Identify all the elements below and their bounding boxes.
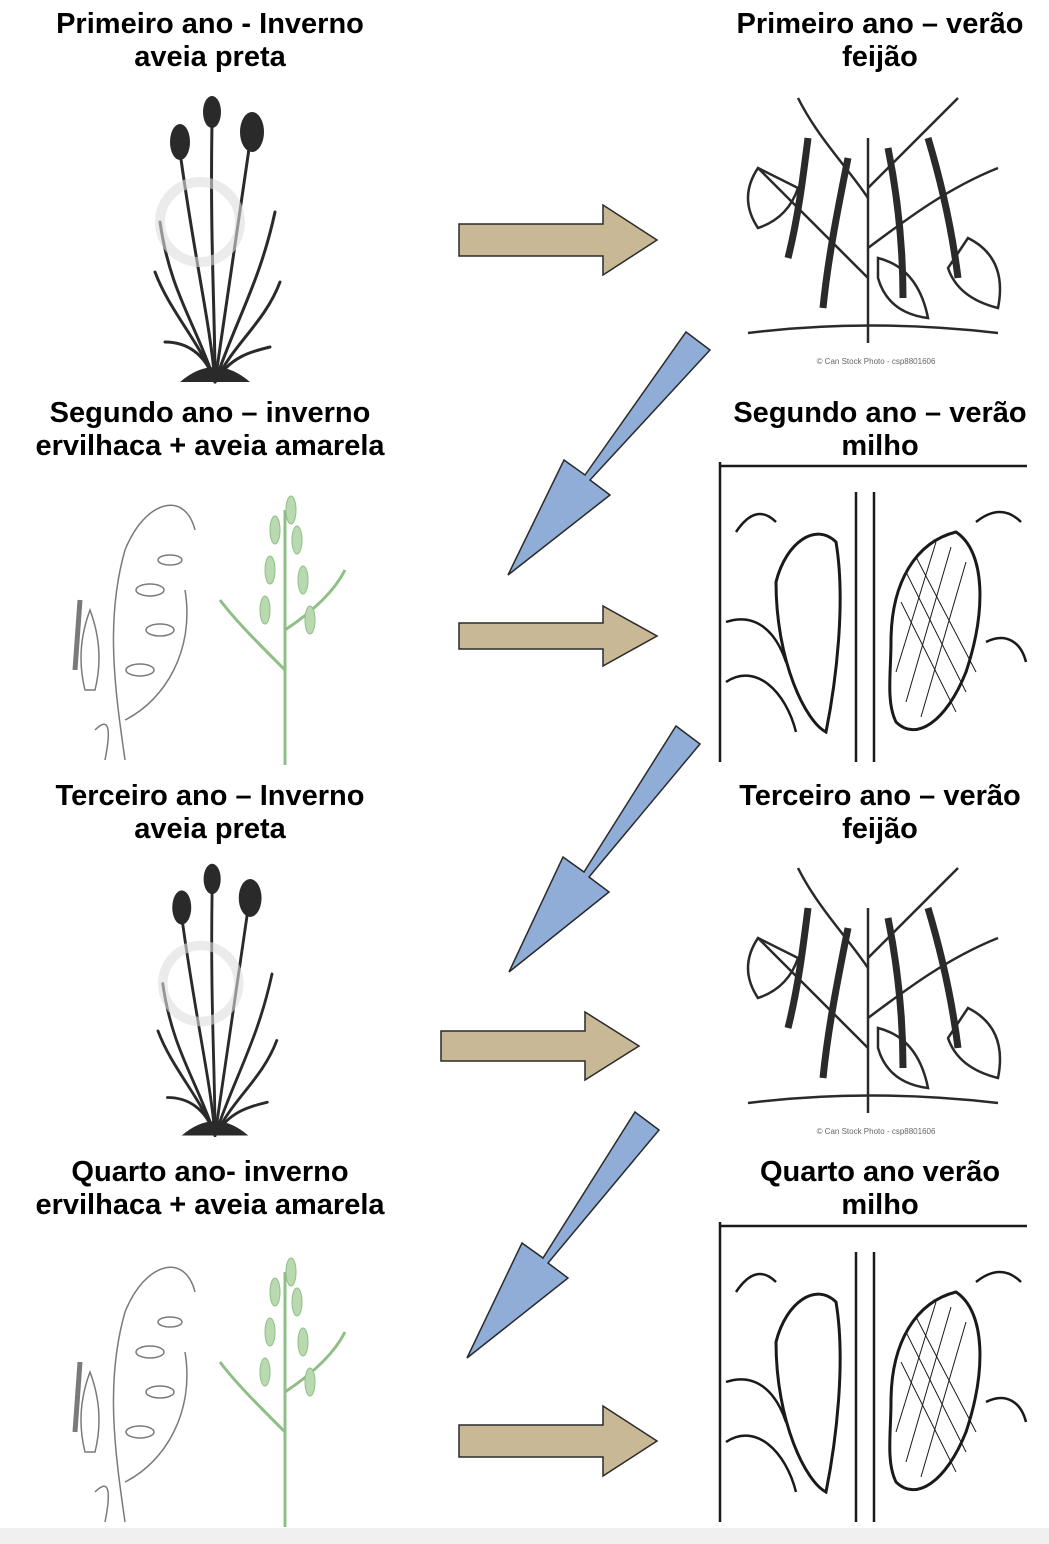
forward-arrow-3 xyxy=(440,1010,641,1082)
step-title-7-line2: ervilhaca + aveia amarela xyxy=(35,1189,385,1221)
step-title-7: Quarto ano- inverno ervilhaca + aveia am… xyxy=(20,1156,400,1222)
bean-1-watermark: © Can Stock Photo - csp8801606 xyxy=(817,357,936,366)
forward-arrow-1 xyxy=(458,203,659,277)
step-title-1-line2: aveia preta xyxy=(134,41,286,73)
step-title-4: Segundo ano – verão milho xyxy=(720,397,1040,463)
bean-illustration-2: © Can Stock Photo - csp8801606 xyxy=(746,867,1002,1136)
diagonal-arrow-3 xyxy=(466,1110,661,1359)
step-title-3-line1: Segundo ano – inverno xyxy=(49,397,371,429)
step-title-2-line2: feijão xyxy=(842,41,918,73)
step-title-6-line2: feijão xyxy=(842,813,918,845)
step-title-2-line1: Primeiro ano – verão xyxy=(736,8,1024,40)
step-title-4-line2: milho xyxy=(841,430,919,462)
step-title-7-line1: Quarto ano- inverno xyxy=(71,1156,349,1188)
step-title-5: Terceiro ano – Inverno aveia preta xyxy=(40,780,380,846)
page-footer-bar xyxy=(0,1528,1049,1544)
step-title-6: Terceiro ano – verão feijão xyxy=(720,780,1040,846)
step-title-1-line1: Primeiro ano - Inverno xyxy=(56,8,364,40)
bean-illustration-1: © Can Stock Photo - csp8801606 xyxy=(746,97,1002,366)
black-oat-illustration-2 xyxy=(156,863,279,1137)
step-title-3: Segundo ano – inverno ervilhaca + aveia … xyxy=(20,397,400,463)
step-title-2: Primeiro ano – verão feijão xyxy=(720,8,1040,74)
step-title-3-line2: ervilhaca + aveia amarela xyxy=(35,430,385,462)
black-oat-illustration-1 xyxy=(153,96,282,384)
forward-arrow-4 xyxy=(458,1404,659,1478)
corn-illustration-2 xyxy=(718,1222,1028,1522)
step-title-6-line1: Terceiro ano – verão xyxy=(739,780,1021,812)
step-title-1: Primeiro ano - Inverno aveia preta xyxy=(50,8,370,74)
diagonal-arrow-1 xyxy=(507,330,712,576)
step-title-4-line1: Segundo ano – verão xyxy=(733,397,1027,429)
vetch-oat-illustration-1 xyxy=(72,495,347,765)
corn-illustration-1 xyxy=(718,462,1028,762)
bean-2-watermark: © Can Stock Photo - csp8801606 xyxy=(817,1127,936,1136)
forward-arrow-2 xyxy=(458,604,659,668)
step-title-8: Quarto ano verão milho xyxy=(720,1156,1040,1222)
step-title-5-line2: aveia preta xyxy=(134,813,286,845)
vetch-oat-illustration-2 xyxy=(72,1257,347,1527)
step-title-8-line2: milho xyxy=(841,1189,919,1221)
diagonal-arrow-2 xyxy=(508,724,702,973)
step-title-8-line1: Quarto ano verão xyxy=(759,1156,1001,1188)
step-title-5-line1: Terceiro ano – Inverno xyxy=(55,780,365,812)
